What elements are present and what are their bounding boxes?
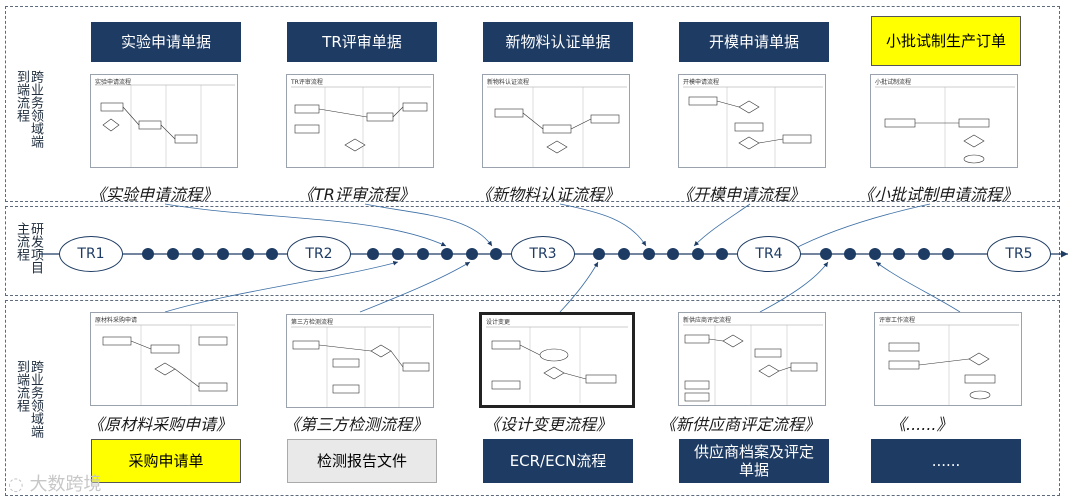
flowchart-icon <box>95 84 235 167</box>
doc-mold-request: 开模申请单据 <box>679 22 829 62</box>
caption-mold-request-flow: 《开模申请流程》 <box>677 185 806 204</box>
thumb-new-supplier-flow: 新供应商评定流程 <box>678 312 826 406</box>
thumb-experiment-flow: 实验申请流程 <box>90 74 238 168</box>
flowchart-icon <box>291 326 431 407</box>
thumb-title: 评审工作流程 <box>879 317 916 324</box>
milestone-dot <box>667 248 679 260</box>
milestone-dot <box>167 248 179 260</box>
bottom-region-label: 跨业务领域端到端流程 <box>14 360 43 438</box>
thumb-tr-review-flow: TR评审流程 <box>286 74 434 168</box>
caption-experiment-flow: 《实验申请流程》 <box>90 185 219 204</box>
thumb-title: 新供应商评定流程 <box>683 317 732 324</box>
tr-node-1: TR1 <box>59 236 123 272</box>
top-region-label: 跨业务领域端到端流程 <box>14 70 43 148</box>
flowchart-icon <box>683 324 823 405</box>
thumb-mold-request-flow: 开模申请流程 <box>678 74 826 168</box>
doc-tr-review: TR评审单据 <box>287 22 437 62</box>
tr-node-4: TR4 <box>737 236 801 272</box>
thumb-review-flow: 评审工作流程 <box>874 312 1022 406</box>
caption-material-purchase: 《原材料采购申请》 <box>88 415 233 434</box>
thumb-title: 开模申请流程 <box>683 79 720 86</box>
milestone-dot <box>242 248 254 260</box>
flowchart-icon <box>291 86 431 167</box>
doc-test-report: 检测报告文件 <box>287 439 437 483</box>
tr-node-2: TR2 <box>287 236 351 272</box>
tr-node-3: TR3 <box>511 236 575 272</box>
caption-third-party-test: 《第三方检测流程》 <box>284 415 429 434</box>
caption-pilot-flow: 《小批试制申请流程》 <box>858 185 1019 204</box>
watermark-text: 大数跨境 <box>29 474 102 495</box>
flowchart-icon <box>875 86 1015 167</box>
doc-pilot-order: 小批试制生产订单 <box>871 16 1021 66</box>
milestone-dot <box>441 248 453 260</box>
watermark: ◌ 大数跨境 <box>8 470 101 496</box>
milestone-dot <box>593 248 605 260</box>
milestone-dot <box>142 248 154 260</box>
milestone-dot <box>192 248 204 260</box>
milestone-dot <box>893 248 905 260</box>
caption-design-change: 《设计变更流程》 <box>484 415 613 434</box>
main-flow-region <box>5 206 1060 296</box>
flowchart-icon <box>683 86 823 167</box>
thumb-title: 设计变更 <box>486 319 511 326</box>
caption-more: 《......》 <box>890 415 953 434</box>
bottom-process-region <box>5 300 1060 496</box>
thumb-pilot-flow: 小批试制流程 <box>870 74 1018 168</box>
milestone-dot <box>820 248 832 260</box>
thumb-material-purchase-flow: 原材料采购申请 <box>90 312 238 406</box>
doc-more: ...... <box>871 439 1021 483</box>
milestone-dot <box>716 248 728 260</box>
milestone-dot <box>266 248 278 260</box>
flowchart-icon <box>487 86 627 167</box>
milestone-dot <box>692 248 704 260</box>
caption-new-material-flow: 《新物料认证流程》 <box>476 185 621 204</box>
doc-purchase-request: 采购申请单 <box>91 439 241 483</box>
milestone-dot <box>367 248 379 260</box>
milestone-dot <box>490 248 502 260</box>
caption-tr-review-flow: 《TR评审流程》 <box>298 185 415 204</box>
tr-node-5: TR5 <box>987 236 1051 272</box>
thumb-new-material-flow: 新物料认证流程 <box>482 74 630 168</box>
thumb-title: 原材料采购申请 <box>95 317 138 324</box>
flowchart-icon <box>879 324 1019 405</box>
thumb-title: 新物料认证流程 <box>487 79 530 86</box>
thumb-title: 实验申请流程 <box>95 79 132 86</box>
thumb-title: 第三方检测流程 <box>291 319 334 326</box>
milestone-dot <box>618 248 630 260</box>
doc-new-material: 新物料认证单据 <box>483 22 633 62</box>
thumb-third-party-test-flow: 第三方检测流程 <box>286 314 434 408</box>
milestone-dot <box>417 248 429 260</box>
milestone-dot <box>643 248 655 260</box>
middle-region-label: 研发项目主流程 <box>14 222 43 274</box>
milestone-dot <box>392 248 404 260</box>
doc-supplier-records: 供应商档案及评定单据 <box>679 439 829 483</box>
watermark-logo-icon: ◌ <box>8 474 24 495</box>
milestone-dot <box>466 248 478 260</box>
thumb-title: 小批试制流程 <box>875 79 912 86</box>
milestone-dot <box>942 248 954 260</box>
caption-new-supplier: 《新供应商评定流程》 <box>660 415 821 434</box>
flowchart-icon <box>95 324 235 405</box>
thumb-title: TR评审流程 <box>291 79 323 86</box>
doc-experiment-request: 实验申请单据 <box>91 22 241 62</box>
milestone-dot <box>217 248 229 260</box>
milestone-dot <box>869 248 881 260</box>
milestone-dot <box>844 248 856 260</box>
flowchart-icon <box>486 326 628 403</box>
thumb-design-change-flow: 设计变更 <box>479 312 635 408</box>
top-process-region <box>5 6 1060 202</box>
milestone-dot <box>918 248 930 260</box>
doc-ecr-ecn: ECR/ECN流程 <box>483 439 633 483</box>
